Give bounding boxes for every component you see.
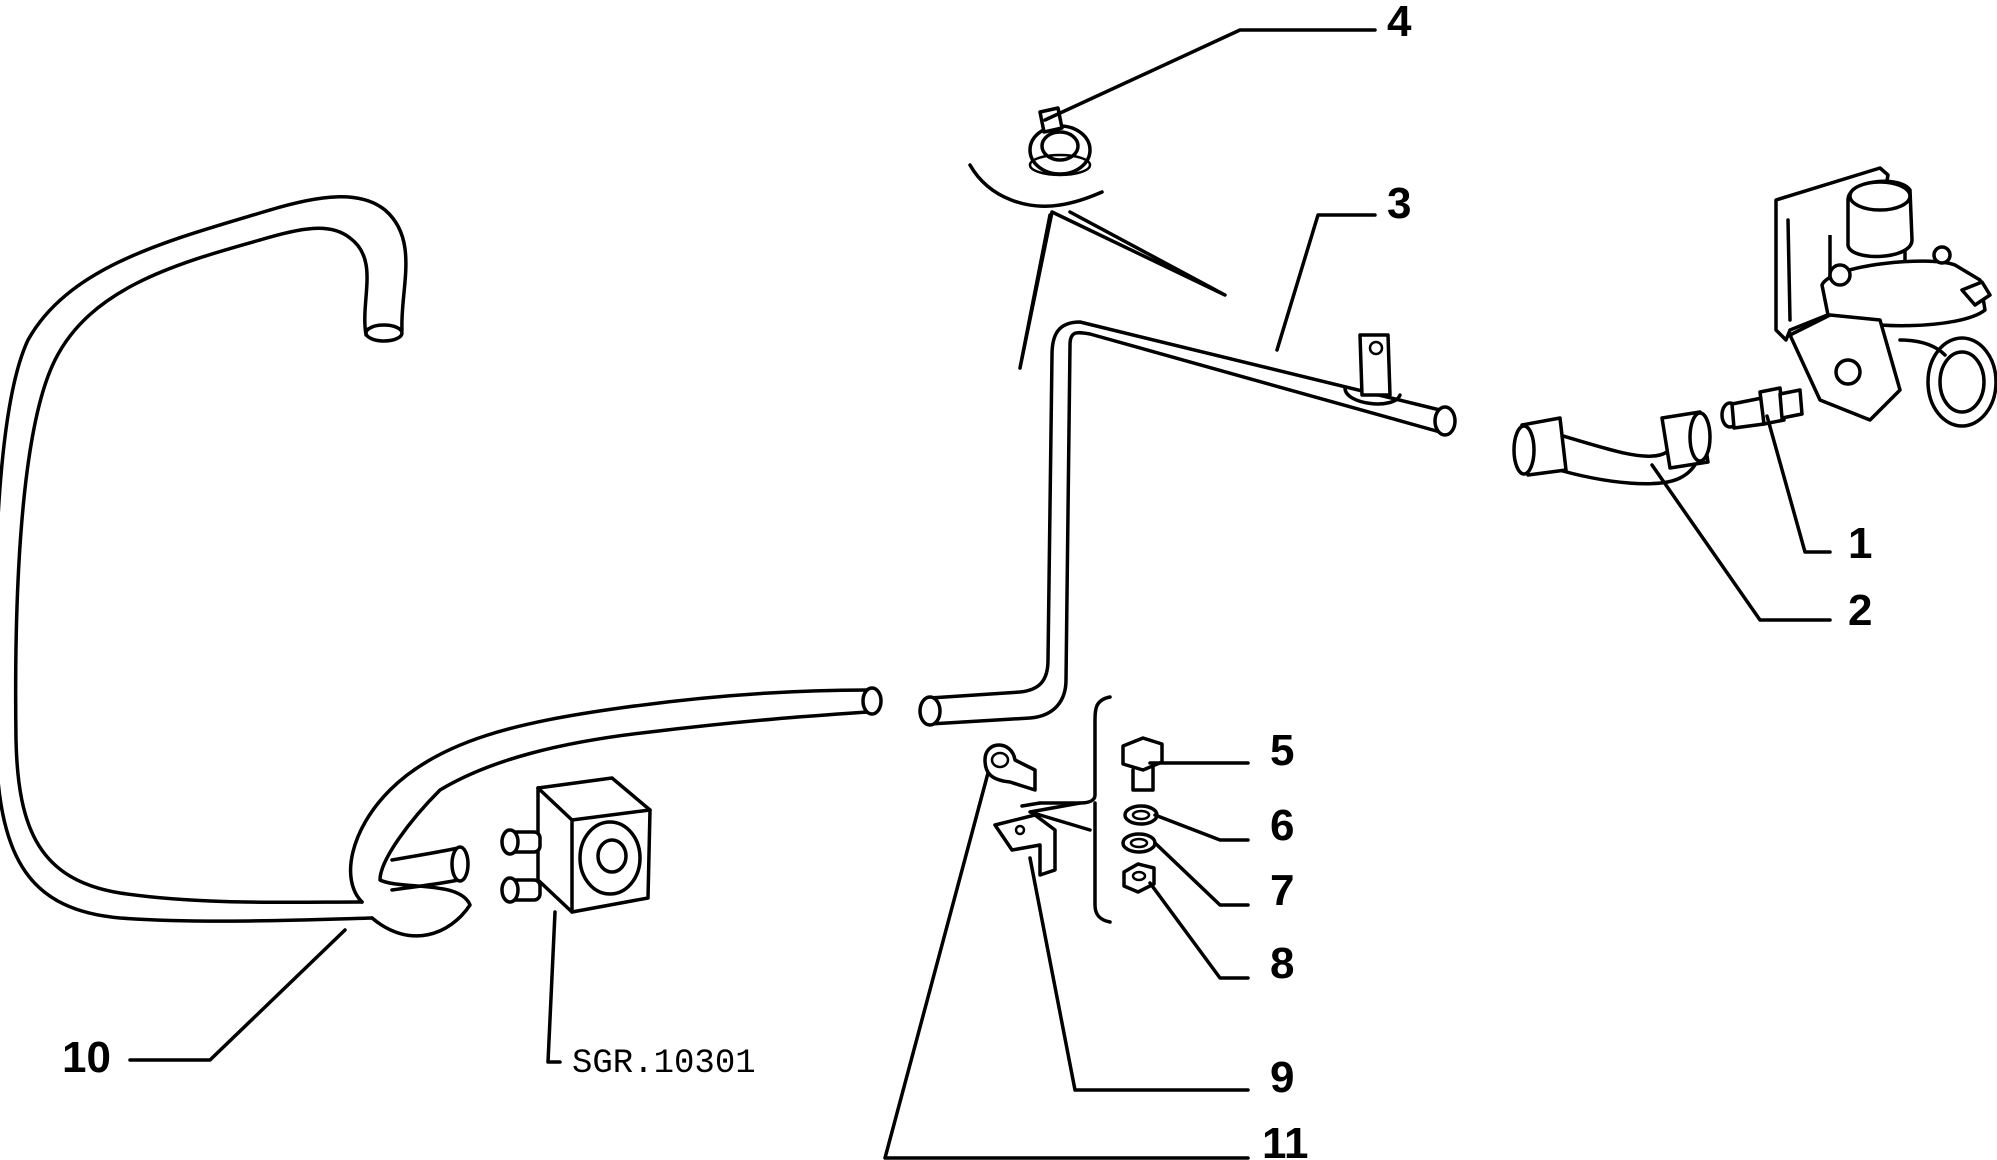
reference-code: SGR.10301 bbox=[572, 1045, 756, 1083]
group-brace-branch bbox=[1020, 801, 1092, 832]
callout-10: 10 bbox=[62, 1033, 111, 1082]
callout-4: 4 bbox=[1387, 0, 1412, 46]
callout-5: 5 bbox=[1270, 726, 1294, 775]
leader-lines bbox=[128, 28, 1832, 1160]
callout-8: 8 bbox=[1270, 939, 1294, 988]
detail-lines bbox=[968, 163, 1227, 370]
washer bbox=[1123, 804, 1159, 826]
callout-1: 1 bbox=[1848, 519, 1872, 568]
callout-6: 6 bbox=[1270, 801, 1294, 850]
callout-3: 3 bbox=[1387, 179, 1411, 228]
callout-2: 2 bbox=[1848, 586, 1872, 635]
metal-pipe bbox=[918, 320, 1457, 727]
oil-cooler bbox=[500, 776, 652, 914]
thermostat-housing bbox=[1774, 166, 1997, 428]
callout-11: 11 bbox=[1262, 1119, 1309, 1160]
long-hose bbox=[0, 195, 883, 938]
bracket bbox=[993, 813, 1057, 877]
short-hose bbox=[1512, 410, 1712, 486]
nut bbox=[1122, 862, 1156, 894]
spring-washer bbox=[1121, 832, 1157, 854]
callout-7: 7 bbox=[1270, 866, 1294, 915]
callout-9: 9 bbox=[1270, 1053, 1294, 1102]
group-brace bbox=[1038, 695, 1112, 924]
union-bolt bbox=[1720, 386, 1804, 430]
pipe-clip bbox=[983, 743, 1037, 792]
hose-clamp bbox=[1028, 106, 1092, 177]
